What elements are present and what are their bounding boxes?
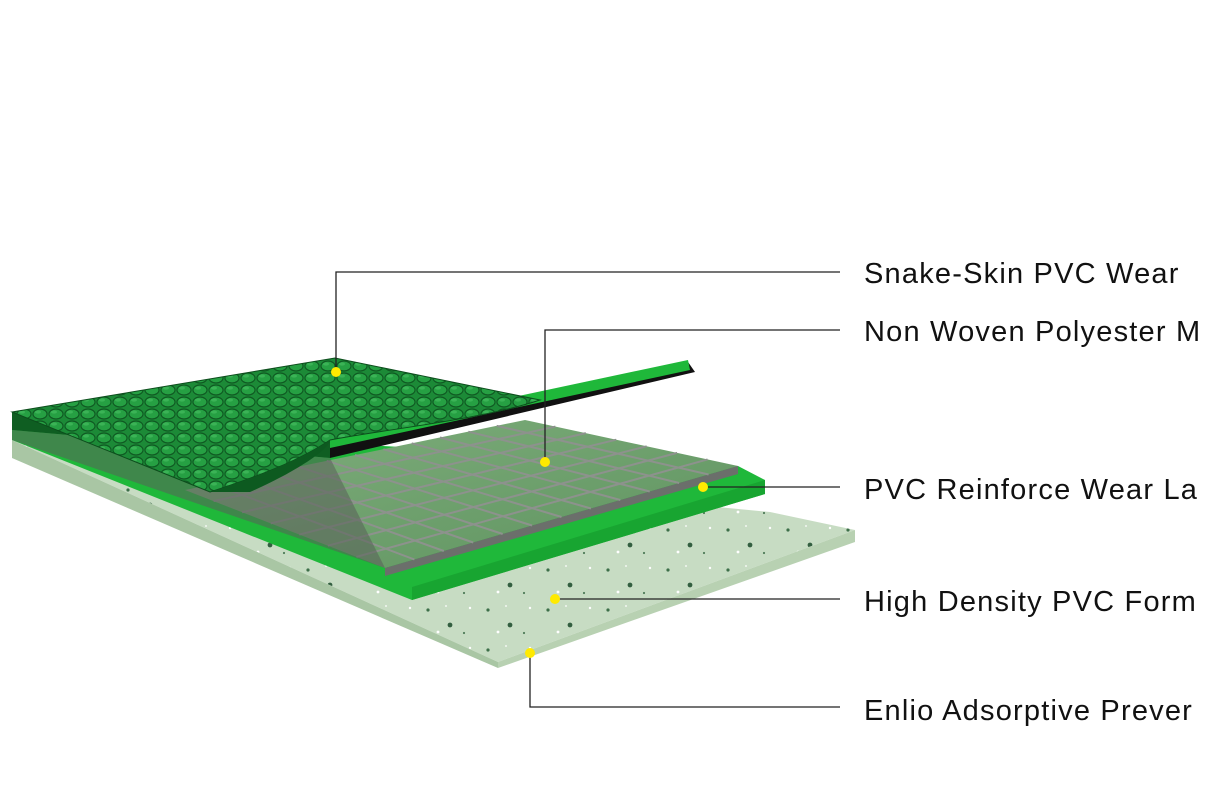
grid-line-col	[411, 442, 621, 501]
label-non-woven: Non Woven Polyester M	[864, 316, 1201, 348]
leader-lines	[335, 271, 840, 708]
snake-skin-curl	[210, 440, 330, 492]
grid-line-col	[383, 448, 592, 510]
marker-dots	[331, 367, 708, 658]
reinforce-layer-edge	[412, 480, 765, 600]
leader-line-snake-skin	[335, 271, 840, 372]
leader-line-non-woven	[544, 329, 840, 462]
label-reinforce: PVC Reinforce Wear La	[864, 474, 1198, 506]
marker-dot-backing	[525, 648, 535, 658]
leader-line-backing	[529, 653, 840, 708]
foam-layer-side	[12, 440, 498, 668]
grid-line-col	[326, 459, 533, 527]
grid-layer-edge	[385, 466, 738, 576]
label-snake-skin: Snake-Skin PVC Wear	[864, 258, 1180, 290]
grid-line-col	[354, 454, 562, 518]
layer-labels: Snake-Skin PVC Wear Non Woven Polyester …	[864, 258, 1201, 727]
marker-dot-non-woven	[540, 457, 550, 467]
label-backing: Enlio Adsorptive Prever	[864, 695, 1193, 727]
snake-skin-layer	[10, 357, 695, 493]
marker-dot-snake-skin	[331, 367, 341, 377]
label-foam: High Density PVC Form	[864, 586, 1197, 618]
snake-skin-surface	[10, 357, 542, 493]
marker-dot-reinforce	[698, 482, 708, 492]
grid-line-col	[468, 430, 680, 484]
marker-dot-foam	[550, 594, 560, 604]
grid-line-col	[496, 424, 709, 476]
